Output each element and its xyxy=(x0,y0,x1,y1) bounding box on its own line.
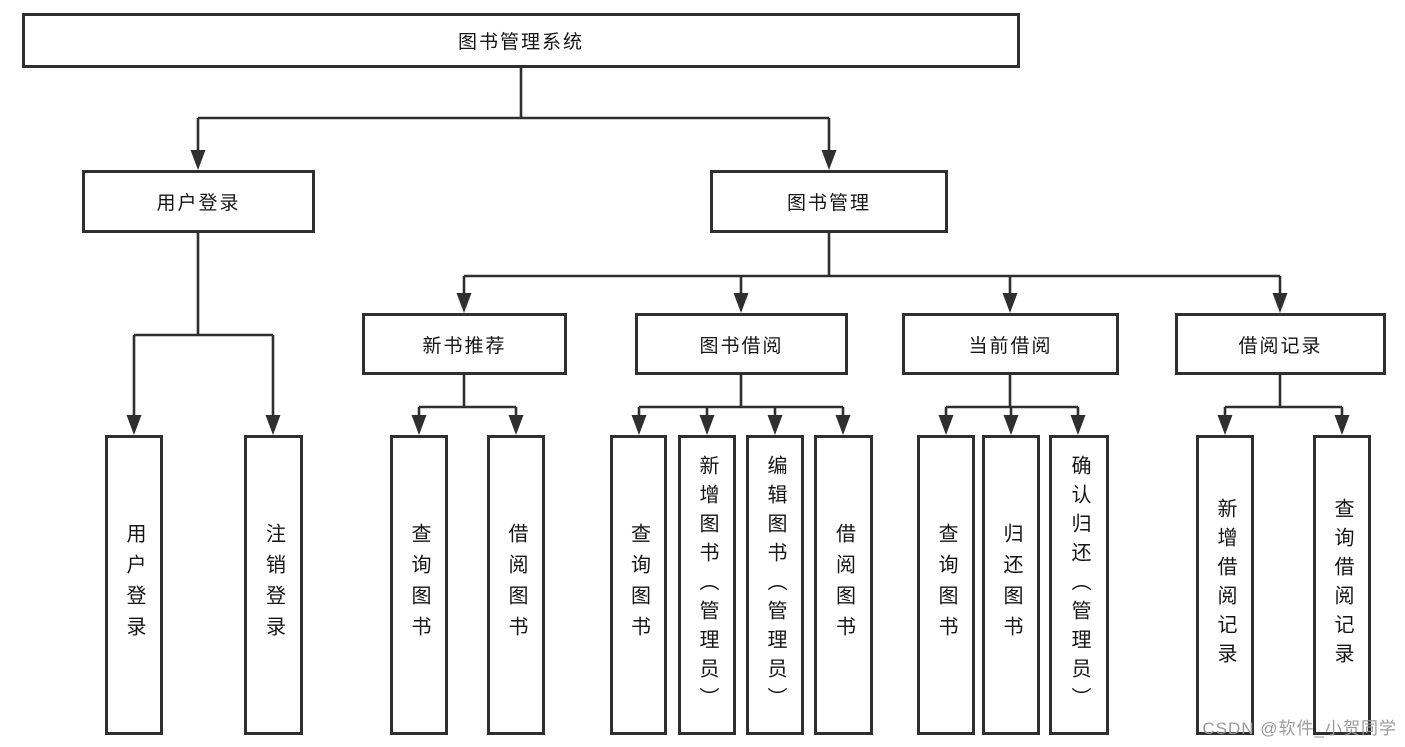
node-user-login-leaf: 用户登录 xyxy=(105,435,163,735)
node-query-books: 查询图书 xyxy=(917,435,975,735)
node-add-borrow-record: 新增借阅记录 xyxy=(1196,435,1254,735)
node-current-borrowing: 当前借阅 xyxy=(902,313,1119,375)
node-user-login: 用户登录 xyxy=(82,170,315,233)
node-book-borrowing: 图书借阅 xyxy=(635,313,848,375)
node-new-book-recommendation: 新书推荐 xyxy=(362,313,567,375)
csdn-watermark: CSDN @软件_小贺同学 xyxy=(1202,719,1397,738)
node-query-books: 查询图书 xyxy=(390,435,448,735)
node-book-management: 图书管理 xyxy=(710,170,948,233)
node-add-books-admin: 新增图书（管理员） xyxy=(678,435,736,735)
node-query-books: 查询图书 xyxy=(610,435,667,735)
node-confirm-return-admin: 确认归还（管理员） xyxy=(1049,435,1109,735)
node-borrow-books: 借阅图书 xyxy=(814,435,873,735)
node-return-books: 归还图书 xyxy=(982,435,1040,735)
node-logout-leaf: 注销登录 xyxy=(244,435,303,735)
node-borrowing-records: 借阅记录 xyxy=(1175,313,1386,375)
node-library-management-system: 图书管理系统 xyxy=(22,13,1020,68)
node-edit-books-admin: 编辑图书（管理员） xyxy=(746,435,804,735)
node-borrow-books: 借阅图书 xyxy=(487,435,545,735)
node-query-borrow-record: 查询借阅记录 xyxy=(1313,435,1371,735)
